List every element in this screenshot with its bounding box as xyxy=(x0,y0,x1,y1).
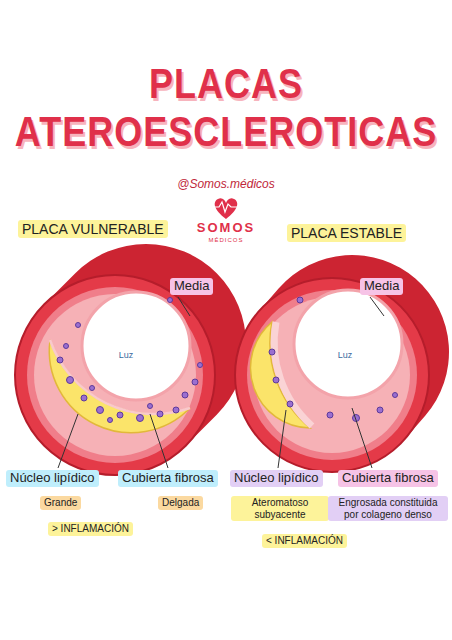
note: Engrosada constituida por colageno denso xyxy=(328,496,448,521)
title: PLACAS ATEROESCLEROTICAS xyxy=(11,60,441,155)
part-name: Núcleo lipídico xyxy=(6,470,99,487)
note: < INFLAMACIÓN xyxy=(262,534,347,548)
logo-text: SOMOS xyxy=(197,221,255,236)
note: Delgada xyxy=(158,496,203,510)
note: > INFLAMACIÓN xyxy=(48,522,133,536)
part-name: Núcleo lipídico xyxy=(230,470,323,487)
part-name: Media xyxy=(170,278,213,295)
note: Grande xyxy=(40,496,81,510)
logo-heart xyxy=(210,198,242,219)
part-name: Cubierta fibrosa xyxy=(338,470,438,487)
part-name: Luz xyxy=(119,350,134,360)
vulnerable-artery xyxy=(15,275,215,475)
logo-subtext: MÉDICOS xyxy=(208,237,243,244)
stable-artery xyxy=(235,278,429,472)
panel-heading: PLACA ESTABLE xyxy=(287,224,406,242)
panel-heading: PLACA VULNERABLE xyxy=(18,220,168,238)
part-name: Luz xyxy=(338,350,353,360)
note: Ateromatoso subyacente xyxy=(231,496,329,521)
part-name: Cubierta fibrosa xyxy=(118,470,218,487)
handle: @Somos.médicos xyxy=(177,178,275,192)
part-name: Media xyxy=(360,278,403,295)
